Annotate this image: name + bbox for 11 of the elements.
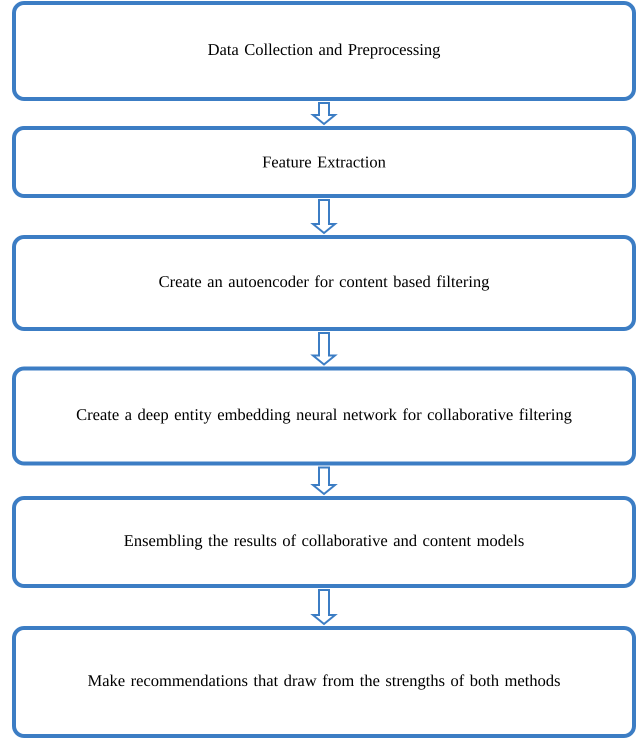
- block-arrow: [310, 589, 338, 626]
- process-box: Create a deep entity embedding neural network for collaborative filtering: [12, 366, 636, 466]
- process-box: Create an autoencoder for content based filtering: [12, 235, 636, 331]
- process-box: Data Collection and Preprocessing: [12, 1, 636, 101]
- process-box: Ensembling the results of collaborative and content models: [12, 496, 636, 588]
- process-box: Feature Extraction: [12, 126, 636, 198]
- process-box: Make recommendations that draw from the strengths of both methods: [12, 626, 636, 738]
- block-arrow: [310, 102, 338, 126]
- block-arrow: [310, 199, 338, 234]
- block-arrow: [310, 466, 338, 496]
- block-arrow: [310, 332, 338, 366]
